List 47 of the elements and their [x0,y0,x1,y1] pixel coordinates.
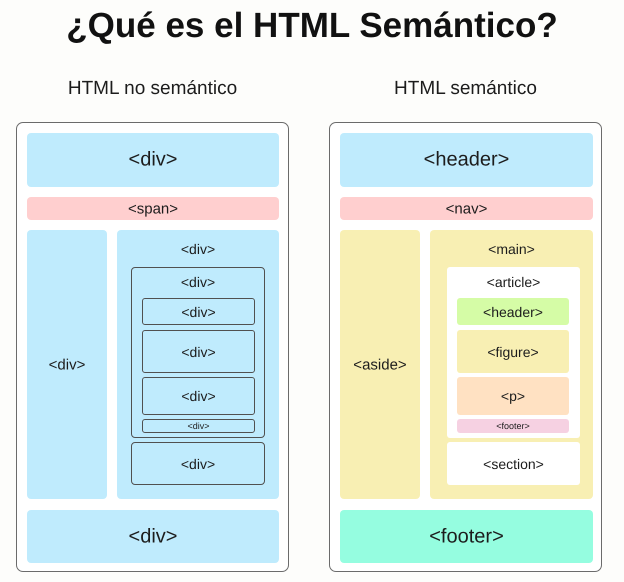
nested-block [457,330,569,373]
tag-block [27,510,279,563]
nested-block [131,442,265,485]
tag-block [340,510,593,563]
nested-block [142,419,255,433]
tag-label: <div> [48,356,86,374]
nested-block [447,442,580,485]
tag-label: <footer> [496,420,530,432]
nested-block [142,377,255,415]
tag-bar [27,197,279,220]
tag-label: <div> [180,455,216,472]
tag-label: <div> [180,240,216,258]
content-block [117,230,279,499]
content-block [430,230,593,499]
tag-label: <p> [500,388,526,404]
tag-label: <aside> [353,356,407,374]
page-title: ¿Qué es el HTML Semántico? [65,6,559,46]
tag-label: <header> [483,303,543,320]
nested-block [457,377,569,415]
tag-label: <main> [488,240,535,258]
nested-block [131,267,265,438]
nested-block [447,267,580,438]
panel-heading: HTML no semántico [68,78,238,100]
nested-block [142,330,255,373]
tag-bar [340,197,593,220]
tag-label: <div> [180,274,216,290]
tag-block [340,133,593,187]
tag-label: <div> [181,303,216,320]
sidebar-block [340,230,420,499]
nested-block [457,298,569,325]
tag-label: <div> [128,148,178,172]
tag-label: <article> [486,274,540,290]
tag-label: <div> [181,388,216,404]
tag-label: <nav> [446,200,488,218]
tag-block [27,133,279,187]
tag-label: <header> [424,148,510,172]
nested-block [142,298,255,325]
tag-label: <footer> [429,525,504,548]
nested-block [457,419,569,433]
tag-label: <section> [483,455,544,472]
sidebar-block [27,230,107,499]
tag-label: <figure> [487,343,539,360]
tag-label: <div> [128,525,178,548]
panel-heading: HTML semántico [394,78,537,100]
tag-label: <div> [181,343,216,360]
tag-label: <div> [187,420,210,432]
tag-label: <span> [128,200,178,218]
